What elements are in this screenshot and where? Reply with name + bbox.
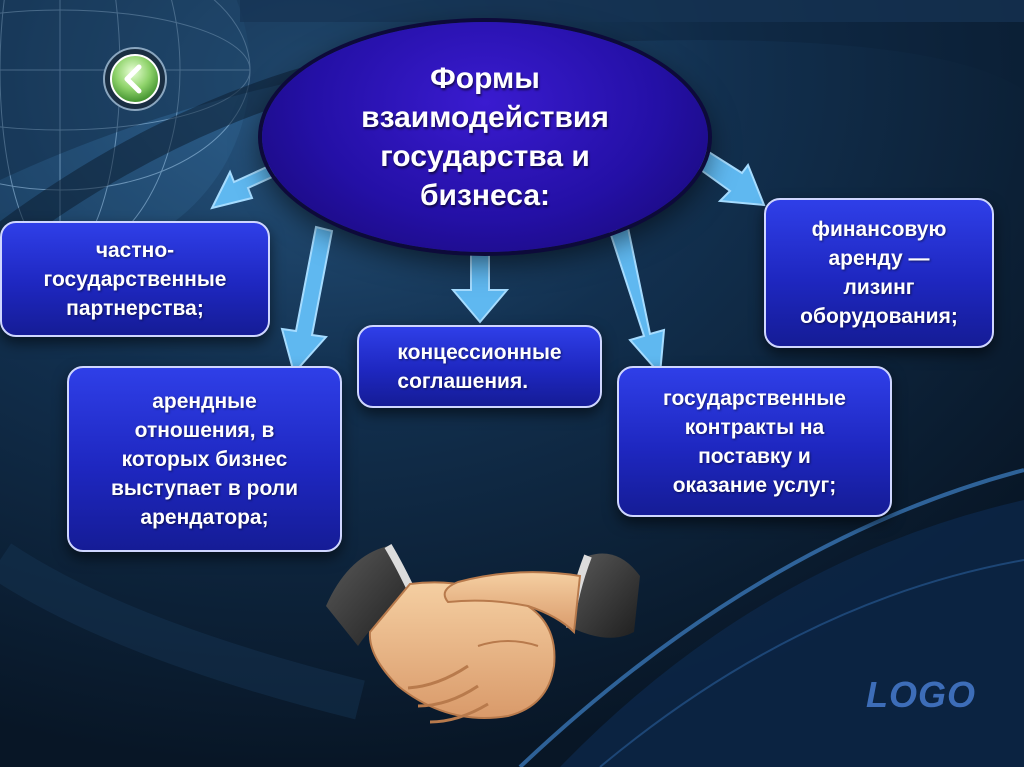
box-leasing: финансовую аренду — лизинг оборудования; <box>764 198 994 348</box>
box-rental: арендные отношения, в которых бизнес выс… <box>67 366 342 552</box>
arrow-to-rental <box>280 225 334 375</box>
box-concession: концессионные соглашения. <box>357 325 602 408</box>
arrow-to-concession <box>450 253 510 324</box>
box-rental-text: арендные отношения, в которых бизнес выс… <box>110 389 299 529</box>
back-button[interactable] <box>102 46 168 112</box>
box-concession-text: концессионные соглашения. <box>397 340 562 393</box>
logo: LOGO <box>866 674 976 715</box>
box-leasing-text: финансовую аренду — лизинг оборудования; <box>800 218 958 328</box>
box-contracts-text: государственные контракты на поставку и … <box>663 386 846 497</box>
box-contracts: государственные контракты на поставку и … <box>617 366 892 517</box>
arrow-to-leasing <box>692 147 766 207</box>
box-ppp: частно- государственные партнерства; <box>0 221 270 337</box>
box-ppp-text: частно- государственные партнерства; <box>43 238 227 320</box>
handshake-icon <box>326 543 640 724</box>
chevron-left-icon <box>124 64 142 94</box>
diagram-title: Формы взаимодействия государства и бизне… <box>361 62 609 212</box>
title-ellipse: Формы взаимодействия государства и бизне… <box>262 22 708 252</box>
arrow-to-contracts <box>608 226 666 376</box>
